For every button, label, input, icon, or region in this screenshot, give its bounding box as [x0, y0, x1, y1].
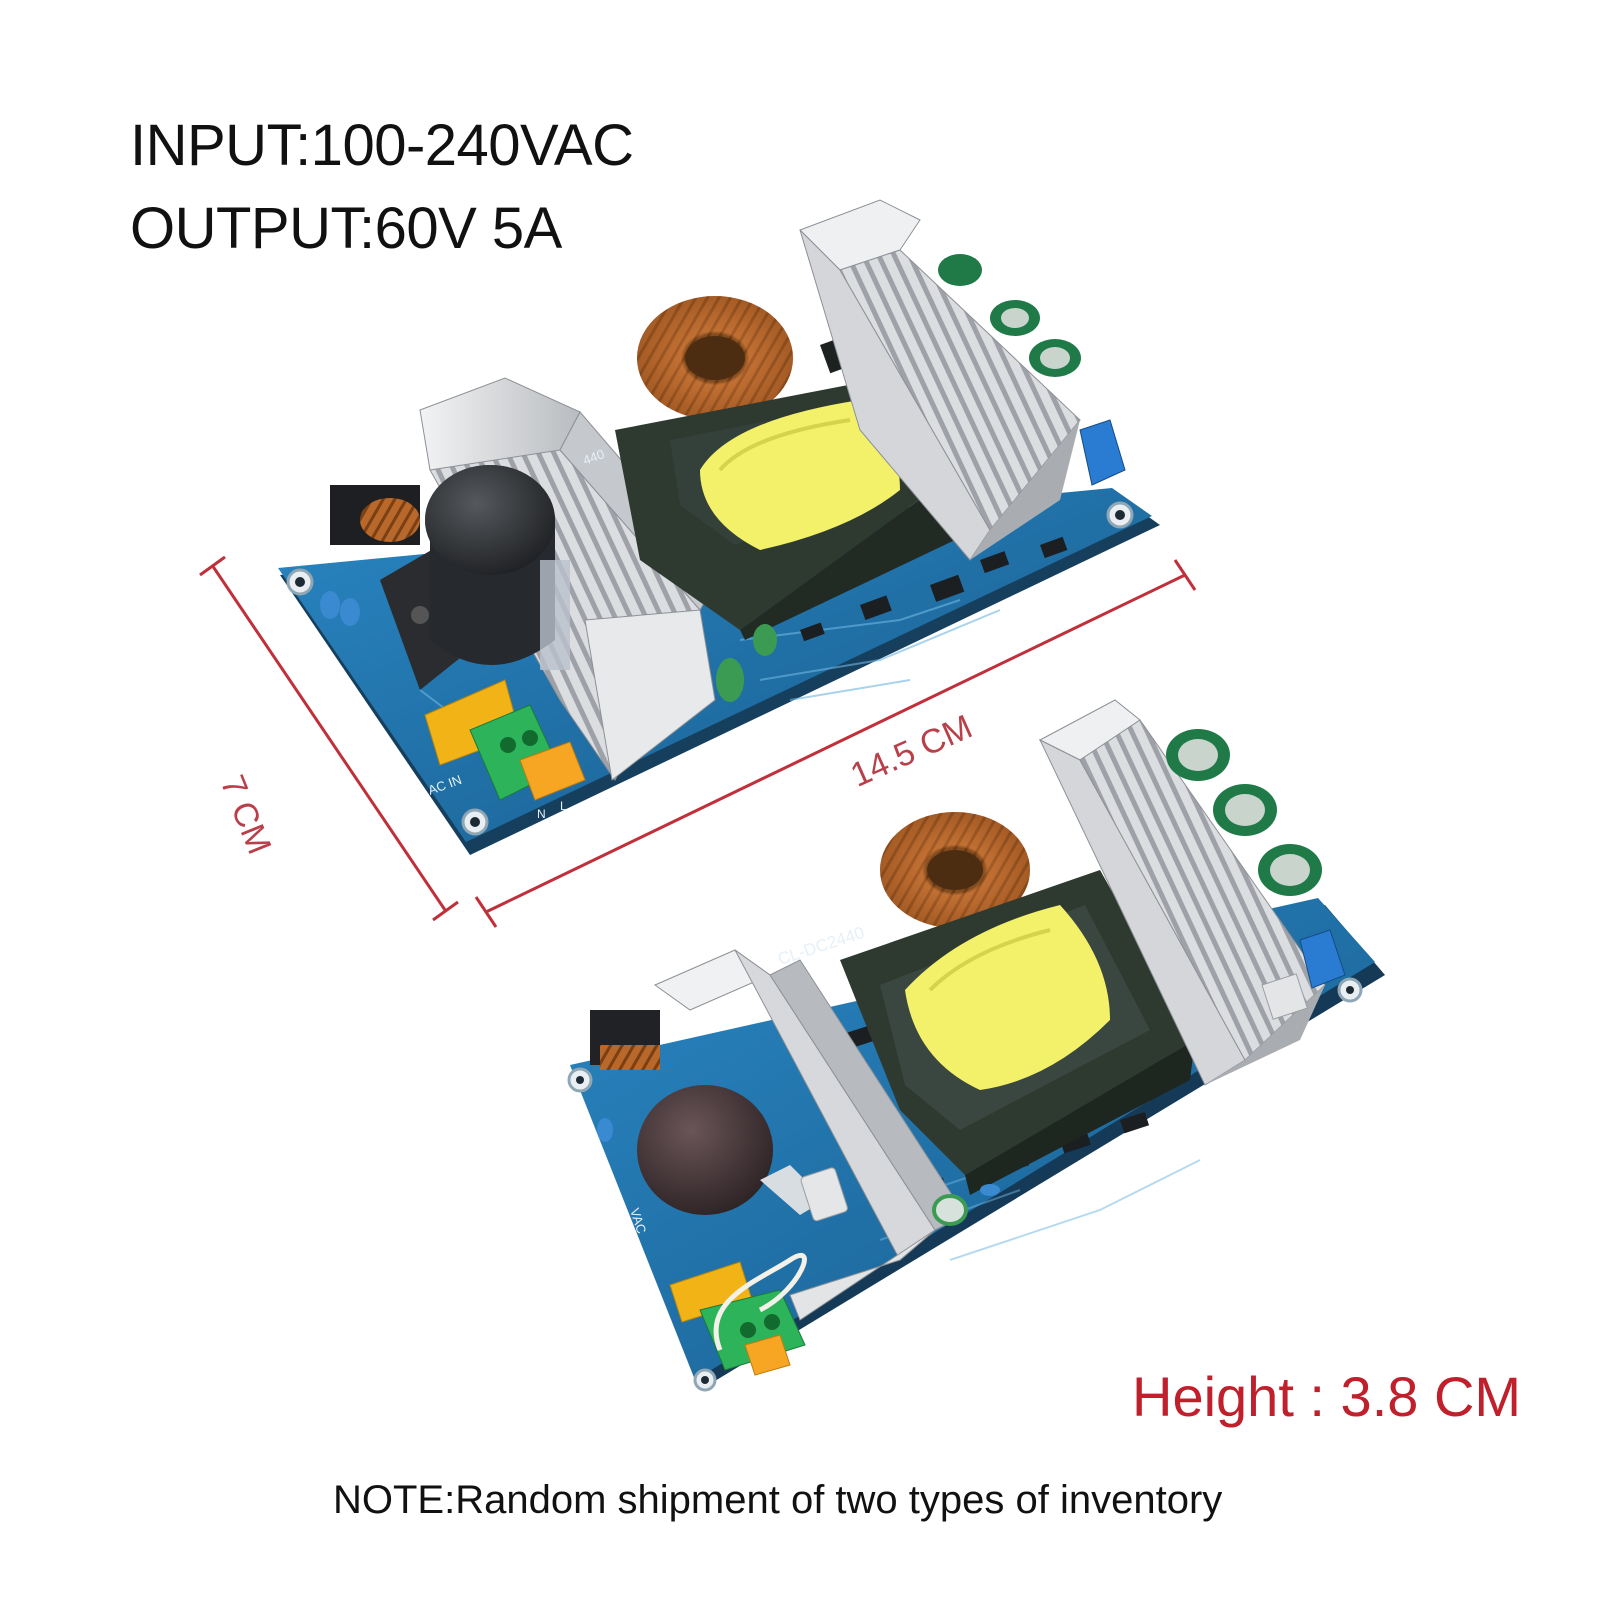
width-dimension-line	[210, 564, 447, 911]
length-dimension-line	[485, 573, 1186, 914]
inventory-note: NOTE:Random shipment of two types of inv…	[333, 1478, 1223, 1522]
power-supply-board-bottom: VAC CL-DC2440	[567, 699, 1385, 1392]
heatsink-right-bottom	[1038, 699, 1326, 1086]
width-tick-top	[199, 555, 226, 577]
power-supply-board-top: AC IN N L 440	[278, 199, 1160, 855]
input-spec: INPUT:100-240VAC	[130, 113, 634, 178]
width-tick-bottom	[432, 900, 459, 922]
l-label: L	[560, 799, 567, 813]
n-label: N	[537, 807, 546, 821]
coil	[700, 400, 900, 550]
bulk-capacitor	[637, 1085, 773, 1215]
coil	[905, 905, 1110, 1090]
height-dimension-label: Height : 3.8 CM	[1132, 1365, 1522, 1428]
model-print-top: 440	[581, 446, 607, 468]
dimension-lines	[199, 555, 1197, 928]
length-tick-right	[1173, 559, 1197, 591]
length-tick-left	[474, 896, 498, 928]
transformer	[840, 870, 1195, 1195]
heatsink-right-top	[799, 199, 1081, 561]
output-spec: OUTPUT:60V 5A	[130, 196, 562, 261]
